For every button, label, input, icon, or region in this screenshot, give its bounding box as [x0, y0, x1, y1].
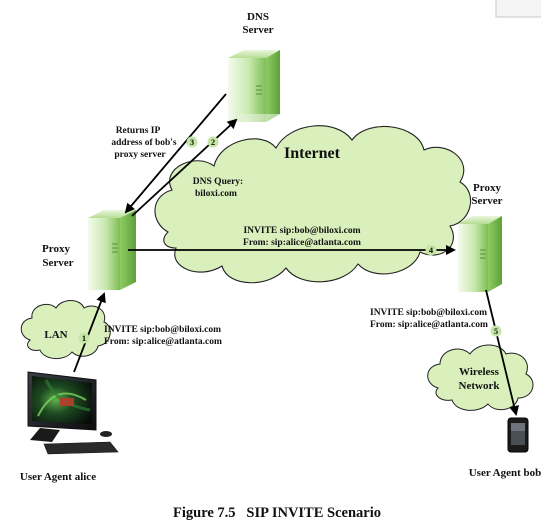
left-proxy-server-icon [88, 210, 136, 290]
invite-lan-line1: INVITE sip:bob@biloxi.com [104, 325, 221, 335]
step-4-badge: 4 [425, 244, 437, 256]
lan-cloud [20, 300, 111, 359]
corner-box [495, 0, 541, 18]
lan-label: LAN [44, 329, 67, 341]
step-1-badge: 1 [78, 332, 90, 344]
svg-text:5: 5 [494, 326, 498, 336]
alice-computer-icon [27, 371, 119, 455]
left-proxy-label-line2: Server [42, 257, 73, 269]
svg-text:2: 2 [211, 137, 215, 147]
returns-ip-line1: Returns IP [116, 126, 161, 136]
returns-ip-line3: proxy server [114, 150, 166, 160]
dns-query-line2: biloxi.com [195, 189, 237, 199]
invite-lan-line2: From: sip:alice@atlanta.com [104, 337, 222, 347]
wireless-label-line1: Wireless [459, 366, 500, 378]
bob-phone-icon [507, 417, 529, 453]
invite-top-line1: INVITE sip:bob@biloxi.com [243, 226, 360, 236]
step-5-badge: 5 [490, 325, 502, 337]
right-proxy-label-line2: Server [471, 195, 502, 207]
arrow-step-2 [131, 118, 238, 217]
dns-server-label-line2: Server [242, 24, 273, 36]
figure-caption: Figure 7.5 SIP INVITE Scenario [173, 505, 381, 521]
invite-right-line2: From: sip:alice@atlanta.com [370, 320, 488, 330]
dns-query-line1: DNS Query: [193, 177, 243, 187]
ua-alice-label: User Agent alice [20, 471, 96, 483]
left-proxy-label-line1: Proxy [42, 243, 70, 255]
step-2-badge: 2 [207, 136, 219, 148]
right-proxy-server-icon [458, 216, 502, 292]
wireless-cloud [427, 344, 534, 411]
arrow-step-1 [73, 292, 106, 373]
dns-server-label-line1: DNS [247, 11, 269, 23]
invite-right-line1: INVITE sip:bob@biloxi.com [370, 308, 487, 318]
svg-text:4: 4 [429, 245, 434, 255]
wireless-label-line2: Network [459, 380, 501, 392]
svg-text:3: 3 [190, 137, 194, 147]
returns-ip-line2: address of bob's [111, 138, 177, 148]
right-proxy-label-line1: Proxy [473, 182, 501, 194]
dns-server-icon [228, 50, 280, 122]
arrow-step-5 [485, 289, 519, 416]
invite-top-line2: From: sip:alice@atlanta.com [243, 238, 361, 248]
arrow-step-3 [124, 93, 227, 214]
ua-bob-label: User Agent bob [469, 467, 541, 479]
svg-text:1: 1 [82, 333, 86, 343]
step-3-badge: 3 [186, 136, 198, 148]
internet-cloud [154, 125, 472, 284]
internet-label: Internet [284, 145, 341, 162]
